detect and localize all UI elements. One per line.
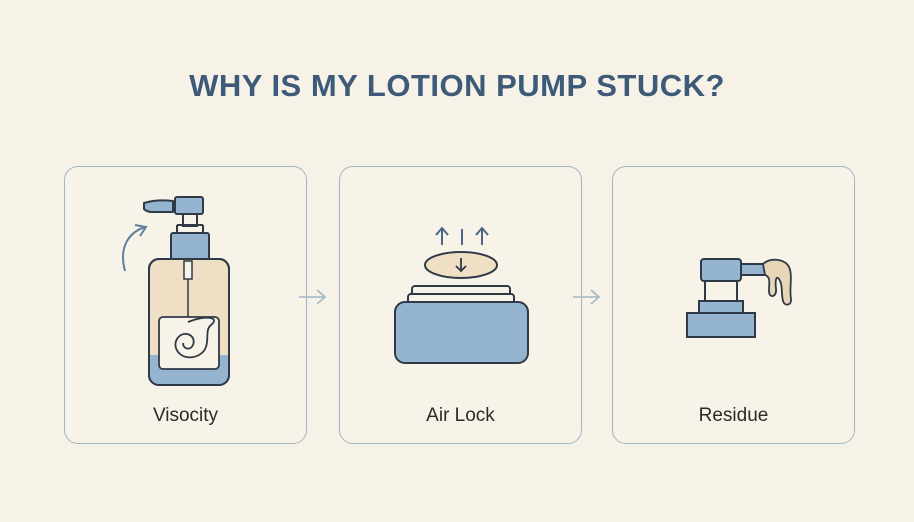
right-arrow-icon (573, 289, 601, 305)
card-residue: Residue (612, 166, 855, 444)
pump-residue-icon (686, 258, 792, 338)
card-label-residue: Residue (698, 405, 769, 426)
page-title: WHY IS MY LOTION PUMP STUCK? (189, 68, 725, 103)
right-arrow-icon (299, 289, 327, 305)
card-viscosity: Visocity (64, 166, 307, 444)
lotion-pump-bottle-icon (122, 196, 230, 386)
card-label-viscosity: Visocity (152, 405, 219, 426)
jar-air-lock-icon (394, 226, 529, 364)
card-label-air-lock: Air Lock (426, 405, 495, 426)
card-air-lock: Air Lock (339, 166, 582, 444)
